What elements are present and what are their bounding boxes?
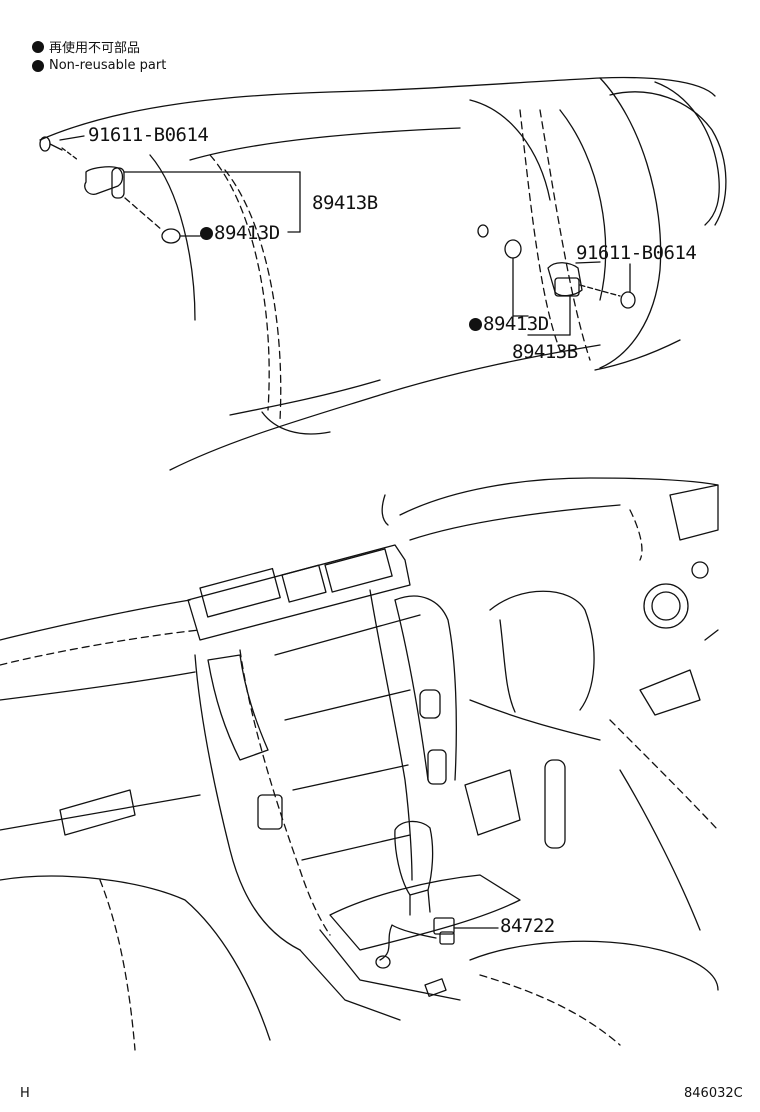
- callout-sensor-right: 89413B: [512, 341, 578, 363]
- callout-oring-left-text: 89413D: [214, 222, 280, 244]
- callout-oring-left: 89413D: [200, 222, 280, 244]
- callout-oring-right: 89413D: [469, 313, 549, 335]
- vehicle-interior: [0, 477, 719, 1051]
- callout-switch: 84722: [500, 915, 555, 937]
- diagram-code: 846032C: [684, 1086, 743, 1101]
- legend-jp: 再使用不可部品: [32, 37, 140, 56]
- legend-en-text: Non-reusable part: [49, 58, 167, 73]
- non-reusable-mark-icon: [469, 318, 482, 331]
- legend-jp-text: 再使用不可部品: [49, 41, 141, 56]
- legend-en: Non-reusable part: [32, 58, 166, 73]
- callout-bolt-upper-left: 91611-B0614: [88, 124, 209, 146]
- callout-bolt-right: 91611-B0614: [576, 242, 697, 264]
- left-sensor-group: [39, 135, 301, 244]
- callout-sensor-left: 89413B: [312, 192, 378, 214]
- non-reusable-mark-icon: [200, 227, 213, 240]
- footer-left-mark: H: [20, 1086, 30, 1101]
- non-reusable-bullet-icon: [32, 40, 44, 53]
- non-reusable-bullet-icon: [32, 59, 44, 72]
- transmission-housing: [39, 76, 727, 471]
- callout-oring-right-text: 89413D: [483, 313, 549, 335]
- right-sensor-group: [477, 224, 636, 336]
